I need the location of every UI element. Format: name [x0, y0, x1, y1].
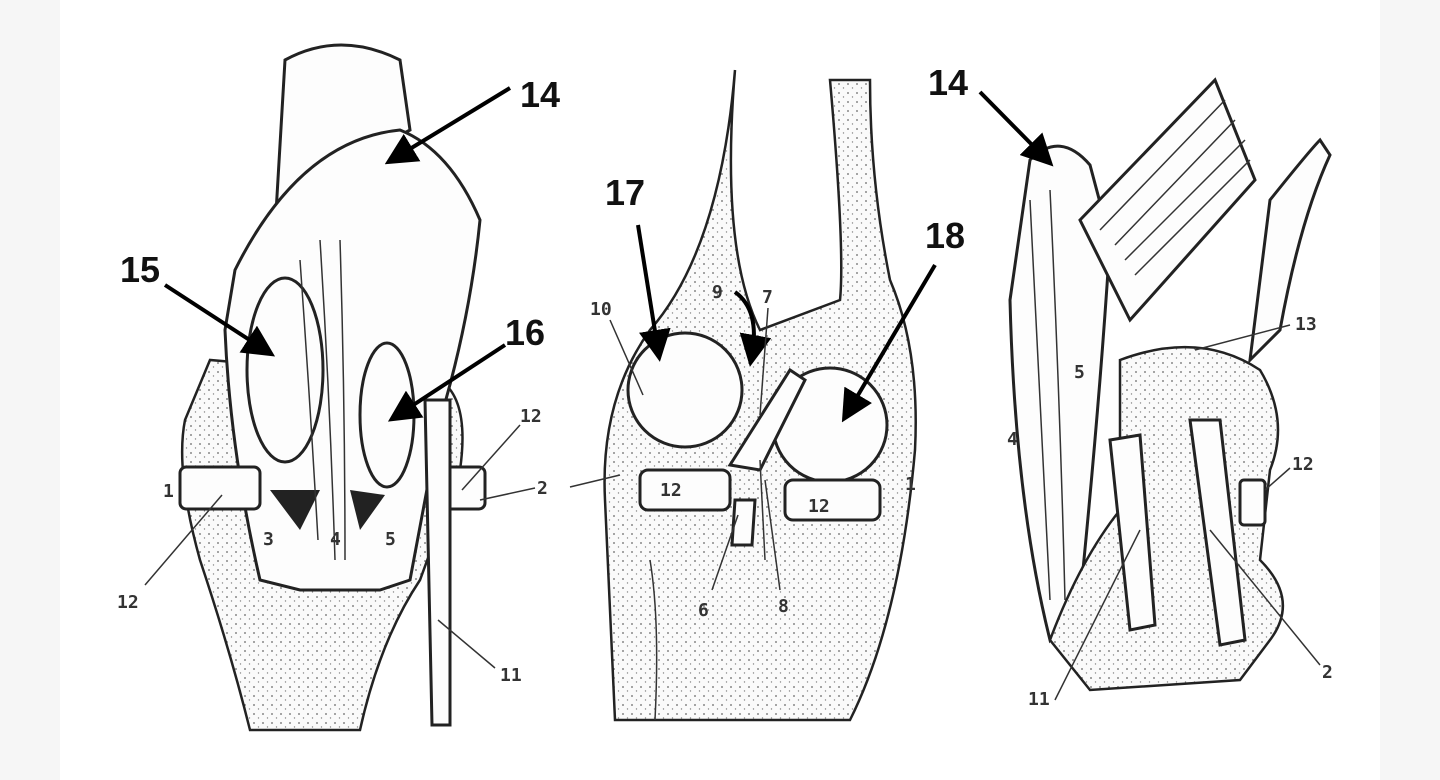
label-13: 13: [1295, 314, 1317, 335]
label-10: 10: [590, 299, 612, 320]
middle-view-labels: 17 18 10 9 7 12 12 1 6 8: [569, 172, 965, 621]
label-15: 15: [120, 249, 160, 290]
label-17: 17: [605, 172, 645, 213]
label-12: 12: [660, 480, 682, 501]
label-14: 14: [928, 62, 968, 103]
label-7: 7: [762, 287, 773, 308]
label-12: 12: [117, 592, 139, 613]
label-11: 11: [1028, 689, 1050, 710]
label-8: 8: [778, 596, 789, 617]
label-4: 4: [1007, 429, 1018, 450]
label-2: 2: [537, 478, 548, 499]
left-knee-view: [178, 43, 487, 732]
label-12: 12: [808, 496, 830, 517]
label-11: 11: [500, 665, 522, 686]
label-1: 1: [905, 474, 916, 495]
label-5: 5: [1074, 362, 1085, 383]
right-view-labels: 14 13 5 4 12 11 2: [928, 62, 1333, 710]
label-5: 5: [385, 529, 396, 550]
label-4: 4: [330, 529, 341, 550]
label-16: 16: [505, 312, 545, 353]
label-3: 3: [263, 529, 274, 550]
right-knee-view: [1008, 77, 1332, 692]
label-12: 12: [1292, 454, 1314, 475]
label-1: 1: [163, 481, 174, 502]
left-view-labels: 14 15 16 1 12 12 3 4 5 2 11: [117, 74, 560, 686]
label-18: 18: [925, 215, 965, 256]
label-12: 12: [520, 406, 542, 427]
label-2: 2: [1322, 662, 1333, 683]
label-14: 14: [520, 74, 560, 115]
label-6: 6: [698, 600, 709, 621]
label-9: 9: [712, 282, 723, 303]
